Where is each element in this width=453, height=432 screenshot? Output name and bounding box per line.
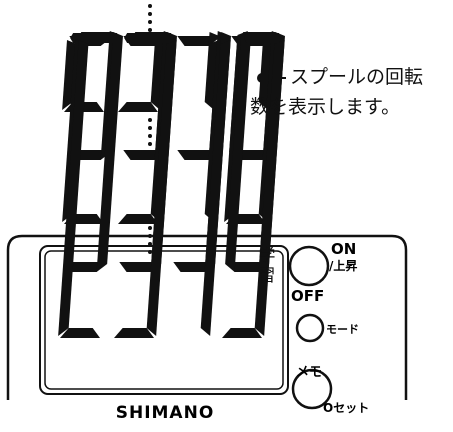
learn-char-1: 学	[258, 246, 276, 266]
segment-c	[146, 40, 177, 336]
seven-segment-digit	[58, 32, 123, 338]
segment-a	[177, 36, 218, 46]
lcd-frame-outer	[39, 245, 289, 395]
callout-line-2: 数を表示します。	[250, 96, 401, 118]
segment-a	[173, 262, 214, 272]
lcd-frame-inner	[44, 250, 284, 390]
segment-c	[254, 40, 285, 336]
segment-c	[200, 40, 231, 336]
seven-segment-digit	[118, 32, 166, 112]
segment-d	[114, 328, 154, 338]
segment-d	[118, 102, 158, 112]
segment-d	[60, 328, 100, 338]
segment-g	[243, 33, 282, 43]
callout-text: スプールの回転 数を表示します。	[250, 62, 424, 122]
seven-segment-digit	[173, 32, 231, 336]
segment-c	[258, 40, 274, 110]
on-sub-label: /上昇	[329, 259, 358, 273]
segment-a	[123, 150, 164, 160]
reset-label: Oセット	[323, 401, 370, 415]
brand-logo: SHIMANO	[115, 403, 215, 423]
callout-line-1: スプールの回転	[290, 66, 424, 88]
learn-indicator: 学 習	[257, 246, 277, 286]
segment-c	[150, 40, 166, 110]
on-off-button[interactable]	[288, 245, 330, 287]
memo-reset-button[interactable]	[291, 368, 333, 410]
segment-d	[222, 328, 262, 338]
segment-e	[58, 40, 89, 336]
readout-panel	[58, 32, 285, 338]
on-label: ON	[331, 240, 357, 258]
device-outline	[6, 234, 408, 400]
seven-segment-digit	[177, 32, 220, 110]
segment-a	[119, 262, 160, 272]
segment-f	[225, 32, 252, 272]
off-label: OFF	[291, 287, 325, 305]
segment-a	[227, 262, 268, 272]
segment-b	[96, 32, 123, 272]
segment-a	[177, 150, 218, 160]
segment-d	[118, 214, 158, 224]
segment-g	[81, 33, 120, 43]
segment-c	[204, 40, 220, 110]
mode-label: モード	[326, 323, 359, 336]
segment-a	[65, 262, 106, 272]
seven-segment-digit	[114, 32, 177, 338]
seven-segment-digit	[222, 32, 285, 338]
segment-b	[208, 32, 220, 46]
memo-label: メモ	[296, 365, 323, 380]
mode-button[interactable]	[295, 313, 325, 343]
segment-g	[135, 33, 174, 43]
learn-char-2: 習	[258, 266, 276, 286]
